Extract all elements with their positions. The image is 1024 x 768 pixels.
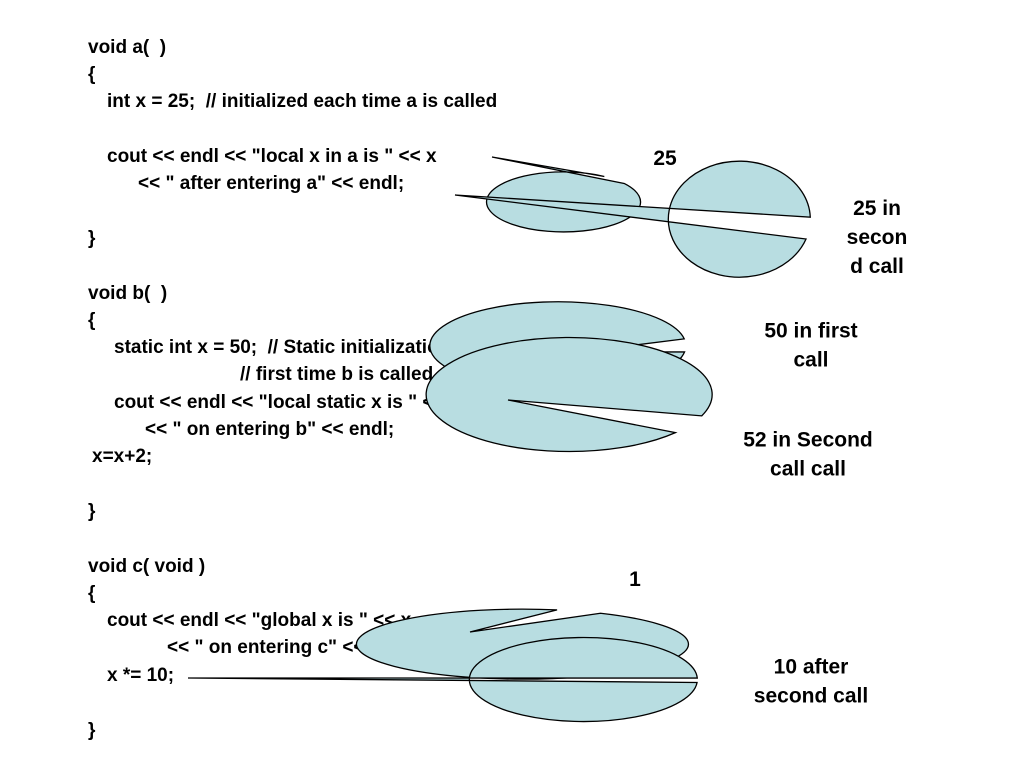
code-line-a-open-brace: { xyxy=(88,64,96,85)
callout-text-line: call call xyxy=(770,458,846,481)
code-line-b-cout-continued: << " on entering b" << endl; xyxy=(145,419,395,440)
callout-text-line: secon xyxy=(847,226,908,249)
callout-25-in-second-call: 25 in secon d call xyxy=(454,160,908,278)
callout-text-line: 1 xyxy=(629,568,641,591)
code-line-b-cout: cout << endl << "local static x is " << … xyxy=(114,392,461,413)
callout-bubble xyxy=(454,160,811,278)
callout-bubble xyxy=(425,336,713,453)
callout-text-line: 52 in Second xyxy=(743,429,873,452)
code-line-c-multiply: x *= 10; xyxy=(107,665,175,686)
code-line-b-increment: x=x+2; xyxy=(92,446,153,467)
code-line-a-close-brace: } xyxy=(88,228,96,249)
callout-text-line: 25 in xyxy=(853,197,901,220)
code-line-a-signature: void a( ) xyxy=(88,37,167,58)
code-line-b-open-brace: { xyxy=(88,310,96,331)
callout-text-line: d call xyxy=(850,255,904,278)
callout-text-line: 50 in first xyxy=(764,320,857,343)
code-line-a-cout-continued: << " after entering a" << endl; xyxy=(138,173,405,194)
callout-text-line: second call xyxy=(754,685,868,708)
callout-text-line: call xyxy=(793,349,828,372)
code-line-b-signature: void b( ) xyxy=(88,283,168,304)
callout-text-line: 25 xyxy=(653,147,677,170)
code-line-a-cout: cout << endl << "local x in a is " << x xyxy=(107,146,437,167)
code-line-c-close-brace: } xyxy=(88,720,96,741)
code-line-b-comment: // first time b is called. xyxy=(240,364,439,385)
callout-bubble xyxy=(485,156,642,233)
callout-text-line: 10 after xyxy=(774,656,849,679)
callout-10-after-second-call: 10 after second call xyxy=(187,636,868,723)
code-line-b-close-brace: } xyxy=(88,501,96,522)
callout-bubble xyxy=(187,636,699,723)
code-line-c-open-brace: { xyxy=(88,583,96,604)
code-line-a-declaration: int x = 25; // initialized each time a i… xyxy=(107,91,498,112)
callout-52-in-second-call-call: 52 in Second call call xyxy=(425,336,873,481)
code-line-c-signature: void c( void ) xyxy=(88,556,206,577)
